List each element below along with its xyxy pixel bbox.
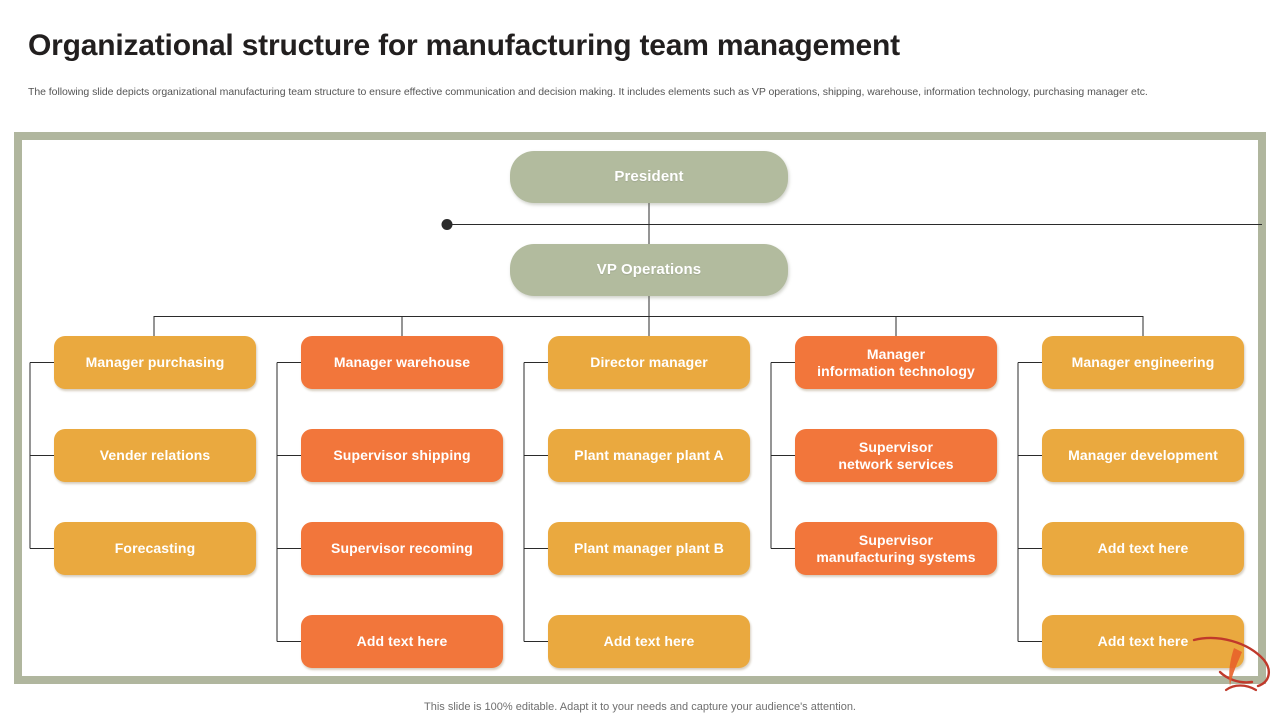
org-chart-frame xyxy=(14,132,1266,684)
org-node-vender-relations[interactable]: Vender relations xyxy=(54,429,256,482)
org-node-engineering-placeholder-2[interactable]: Add text here xyxy=(1042,615,1244,668)
org-node-director-manager[interactable]: Director manager xyxy=(548,336,750,389)
org-node-label: Director manager xyxy=(590,354,708,371)
org-node-label: Supervisor shipping xyxy=(333,447,471,464)
org-node-label: Manager purchasing xyxy=(85,354,225,371)
org-node-forecasting[interactable]: Forecasting xyxy=(54,522,256,575)
org-node-supervisor-recoming[interactable]: Supervisor recoming xyxy=(301,522,503,575)
org-node-label: Manager warehouse xyxy=(333,354,471,371)
org-chart-canvas xyxy=(22,140,1274,692)
brand-logo-icon xyxy=(1192,636,1270,692)
org-node-label: VP Operations xyxy=(596,261,702,279)
footer-note: This slide is 100% editable. Adapt it to… xyxy=(424,701,856,713)
org-node-label: Manager engineering xyxy=(1071,354,1215,371)
org-node-engineering-placeholder-1[interactable]: Add text here xyxy=(1042,522,1244,575)
org-node-label: President xyxy=(614,168,684,186)
org-node-label: Plant manager plant A xyxy=(574,447,724,464)
org-node-label: Add text here xyxy=(603,633,695,650)
org-node-label: Vender relations xyxy=(99,447,211,464)
org-node-label: Forecasting xyxy=(114,540,196,557)
org-node-manager-engineering[interactable]: Manager engineering xyxy=(1042,336,1244,389)
org-node-label: Add text here xyxy=(356,633,448,650)
org-node-warehouse-placeholder[interactable]: Add text here xyxy=(301,615,503,668)
org-node-label: Plant manager plant B xyxy=(574,540,724,557)
org-node-label: Add text here xyxy=(1097,540,1189,557)
org-node-plant-manager-b[interactable]: Plant manager plant B xyxy=(548,522,750,575)
org-node-president[interactable]: President xyxy=(510,151,788,203)
org-node-label: Add text here xyxy=(1097,633,1189,650)
org-node-manager-warehouse[interactable]: Manager warehouse xyxy=(301,336,503,389)
org-node-vp-operations[interactable]: VP Operations xyxy=(510,244,788,296)
org-node-director-placeholder[interactable]: Add text here xyxy=(548,615,750,668)
org-node-label: Manager development xyxy=(1068,447,1218,464)
org-node-plant-manager-a[interactable]: Plant manager plant A xyxy=(548,429,750,482)
org-node-manager-development[interactable]: Manager development xyxy=(1042,429,1244,482)
page-title: Organizational structure for manufacturi… xyxy=(28,29,900,62)
org-node-supervisor-shipping[interactable]: Supervisor shipping xyxy=(301,429,503,482)
org-node-label: Supervisor recoming xyxy=(331,540,473,557)
org-node-manager-purchasing[interactable]: Manager purchasing xyxy=(54,336,256,389)
page-subtitle: The following slide depicts organization… xyxy=(28,86,1148,98)
